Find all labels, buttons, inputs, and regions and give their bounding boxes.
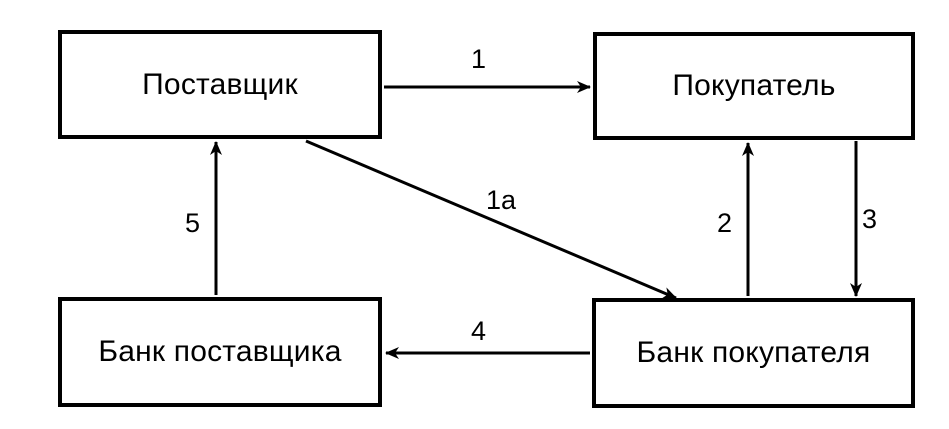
node-buyer-label: Покупатель: [672, 69, 836, 102]
node-supplier-bank-label: Банк поставщика: [98, 335, 342, 368]
node-supplier-label: Поставщик: [142, 67, 298, 101]
node-buyer: Покупатель: [593, 32, 915, 140]
edge-label-5: 5: [185, 208, 201, 238]
node-supplier: Поставщик: [58, 30, 382, 139]
edge-label-2: 2: [717, 208, 733, 238]
edge-label-4: 4: [471, 316, 487, 346]
edge-1a-arrow: [305, 139, 677, 300]
node-buyer-bank: Банк покупателя: [592, 298, 915, 408]
node-supplier-bank: Банк поставщика: [58, 297, 382, 407]
edge-label-1a: 1а: [486, 185, 517, 215]
edge-label-3: 3: [862, 204, 878, 234]
node-buyer-bank-label: Банк покупателя: [636, 336, 871, 369]
edge-label-1: 1: [471, 44, 487, 74]
